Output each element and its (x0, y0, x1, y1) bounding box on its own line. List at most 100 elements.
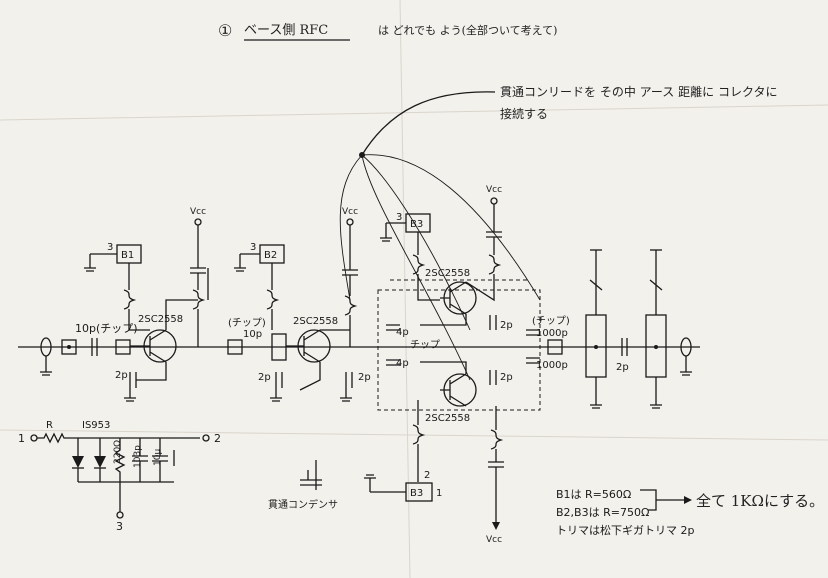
rfc-inductor (192, 289, 206, 310)
cap-10p-label: 10p (243, 329, 262, 340)
vcc1-label: Vcc (190, 207, 206, 217)
output-capacitor (621, 338, 628, 356)
wire (128, 309, 150, 331)
feedthrough-symbol (300, 460, 322, 490)
pin-label: 2 (424, 470, 430, 481)
pin-label: 3 (250, 242, 256, 253)
cap-input-label: 10p(チップ) (75, 322, 138, 335)
bias-r-label: R (46, 420, 53, 431)
transistor-q2-leads (286, 329, 321, 363)
block-b2-label: B2 (264, 250, 277, 261)
feedthrough-block (227, 339, 243, 355)
trimmer-capacitor (489, 315, 497, 330)
cap-2p-label: 2p (258, 372, 271, 383)
bias-pin2-terminal (202, 434, 210, 442)
wire (465, 274, 495, 302)
transistor-q3-leads (440, 281, 467, 315)
note-top-line2: 接続する (500, 106, 548, 121)
cap-2p-label: 2p (500, 372, 513, 383)
rfc-inductor (412, 254, 426, 275)
cap-chip3-label: チップ (410, 339, 440, 351)
trimmer-capacitor (129, 372, 137, 388)
rfc-inductor (266, 289, 280, 310)
trimmer-capacitor (489, 370, 497, 385)
note-leader-branch (339, 154, 363, 301)
block-b1-label: B1 (121, 250, 134, 261)
wire (165, 299, 198, 330)
capacitor-10u (152, 438, 168, 482)
feedthrough-block (115, 339, 131, 355)
junction-dot (654, 345, 658, 349)
note-leader-line (361, 91, 496, 156)
transistor-q3-label: 2SC2558 (425, 268, 470, 279)
vcc3-label: Vcc (486, 185, 502, 195)
ground-icon (84, 254, 96, 272)
pin-label: 3 (107, 242, 113, 253)
vcc3-terminal (490, 197, 498, 205)
bias-pin2-label: 2 (214, 432, 221, 445)
junction-dot (359, 152, 365, 158)
wire (320, 315, 351, 347)
trimmer-arrow (589, 279, 603, 291)
cap-chip2-label: (チップ) (228, 317, 266, 329)
resistor-220 (114, 438, 126, 482)
cap-2p-label: 2p (500, 320, 513, 331)
rfc-inductor (344, 295, 358, 316)
ground-icon (270, 388, 282, 402)
feedthrough-block (547, 339, 563, 355)
header-rest: は どれでも よう(全部ついて考えて) (378, 23, 557, 37)
paper-crease (0, 104, 828, 121)
diode-icon (72, 456, 84, 468)
junction-dot (594, 345, 598, 349)
cap-4p-label: 4p (396, 327, 409, 338)
transistor-q1-leads (130, 329, 167, 363)
shield-enclosure (377, 289, 541, 411)
bypass-capacitor (488, 461, 504, 468)
pin-label: 3 (396, 212, 402, 223)
bias-pin3-terminal (116, 511, 124, 519)
vcc1-terminal (194, 218, 202, 226)
note-line1: B1は R=560Ω (556, 488, 631, 501)
ground-icon (340, 388, 352, 402)
ground-icon (380, 222, 406, 242)
wire (420, 314, 467, 326)
transistor-q4-label: 2SC2558 (425, 413, 470, 424)
rfc-inductor (123, 289, 137, 310)
bias-pin1-terminal (30, 434, 38, 442)
paper-crease (399, 0, 411, 578)
vcc-bottom-label: Vcc (486, 535, 502, 545)
ground-icon (680, 356, 692, 376)
output-capacitors (526, 329, 540, 364)
ground-icon (364, 474, 406, 493)
bias-pin1-label: 1 (18, 432, 25, 445)
legend-feedthrough: 貫通コンデンサ (268, 498, 338, 511)
transistor-q1-label: 2SC2558 (138, 314, 183, 325)
vcc2-label: Vcc (342, 207, 358, 217)
cap-2p-label: 2p (358, 372, 371, 383)
capacitor-4p-b (386, 359, 400, 366)
capacitor-103 (132, 438, 148, 482)
paper-crease (0, 429, 828, 441)
cap-2p-label: 2p (115, 370, 128, 381)
input-capacitor (91, 338, 98, 356)
note-leader-branch (361, 154, 541, 301)
rfc-inductor (412, 424, 426, 445)
header-title: ベース側 RFC (244, 23, 328, 38)
bias-diode-label: IS953 (82, 420, 110, 431)
note-leader-branch (361, 154, 471, 331)
note-leader-branch (361, 154, 471, 381)
bias-resistor (37, 432, 200, 444)
rfc-inductor (488, 254, 502, 275)
bias-c10u-label: 10μ (153, 449, 163, 466)
feedthrough-block (271, 333, 287, 361)
bias-pin3-label: 3 (116, 520, 123, 533)
wire (417, 274, 440, 301)
bypass-capacitor (190, 267, 206, 274)
vcc2-terminal (346, 218, 354, 226)
block-b3-top-label: B3 (410, 219, 423, 230)
rfc-inductor (490, 429, 504, 450)
ground-icon (124, 388, 136, 402)
note-line3: トリマは松下ギガトリマ 2p (556, 523, 694, 537)
